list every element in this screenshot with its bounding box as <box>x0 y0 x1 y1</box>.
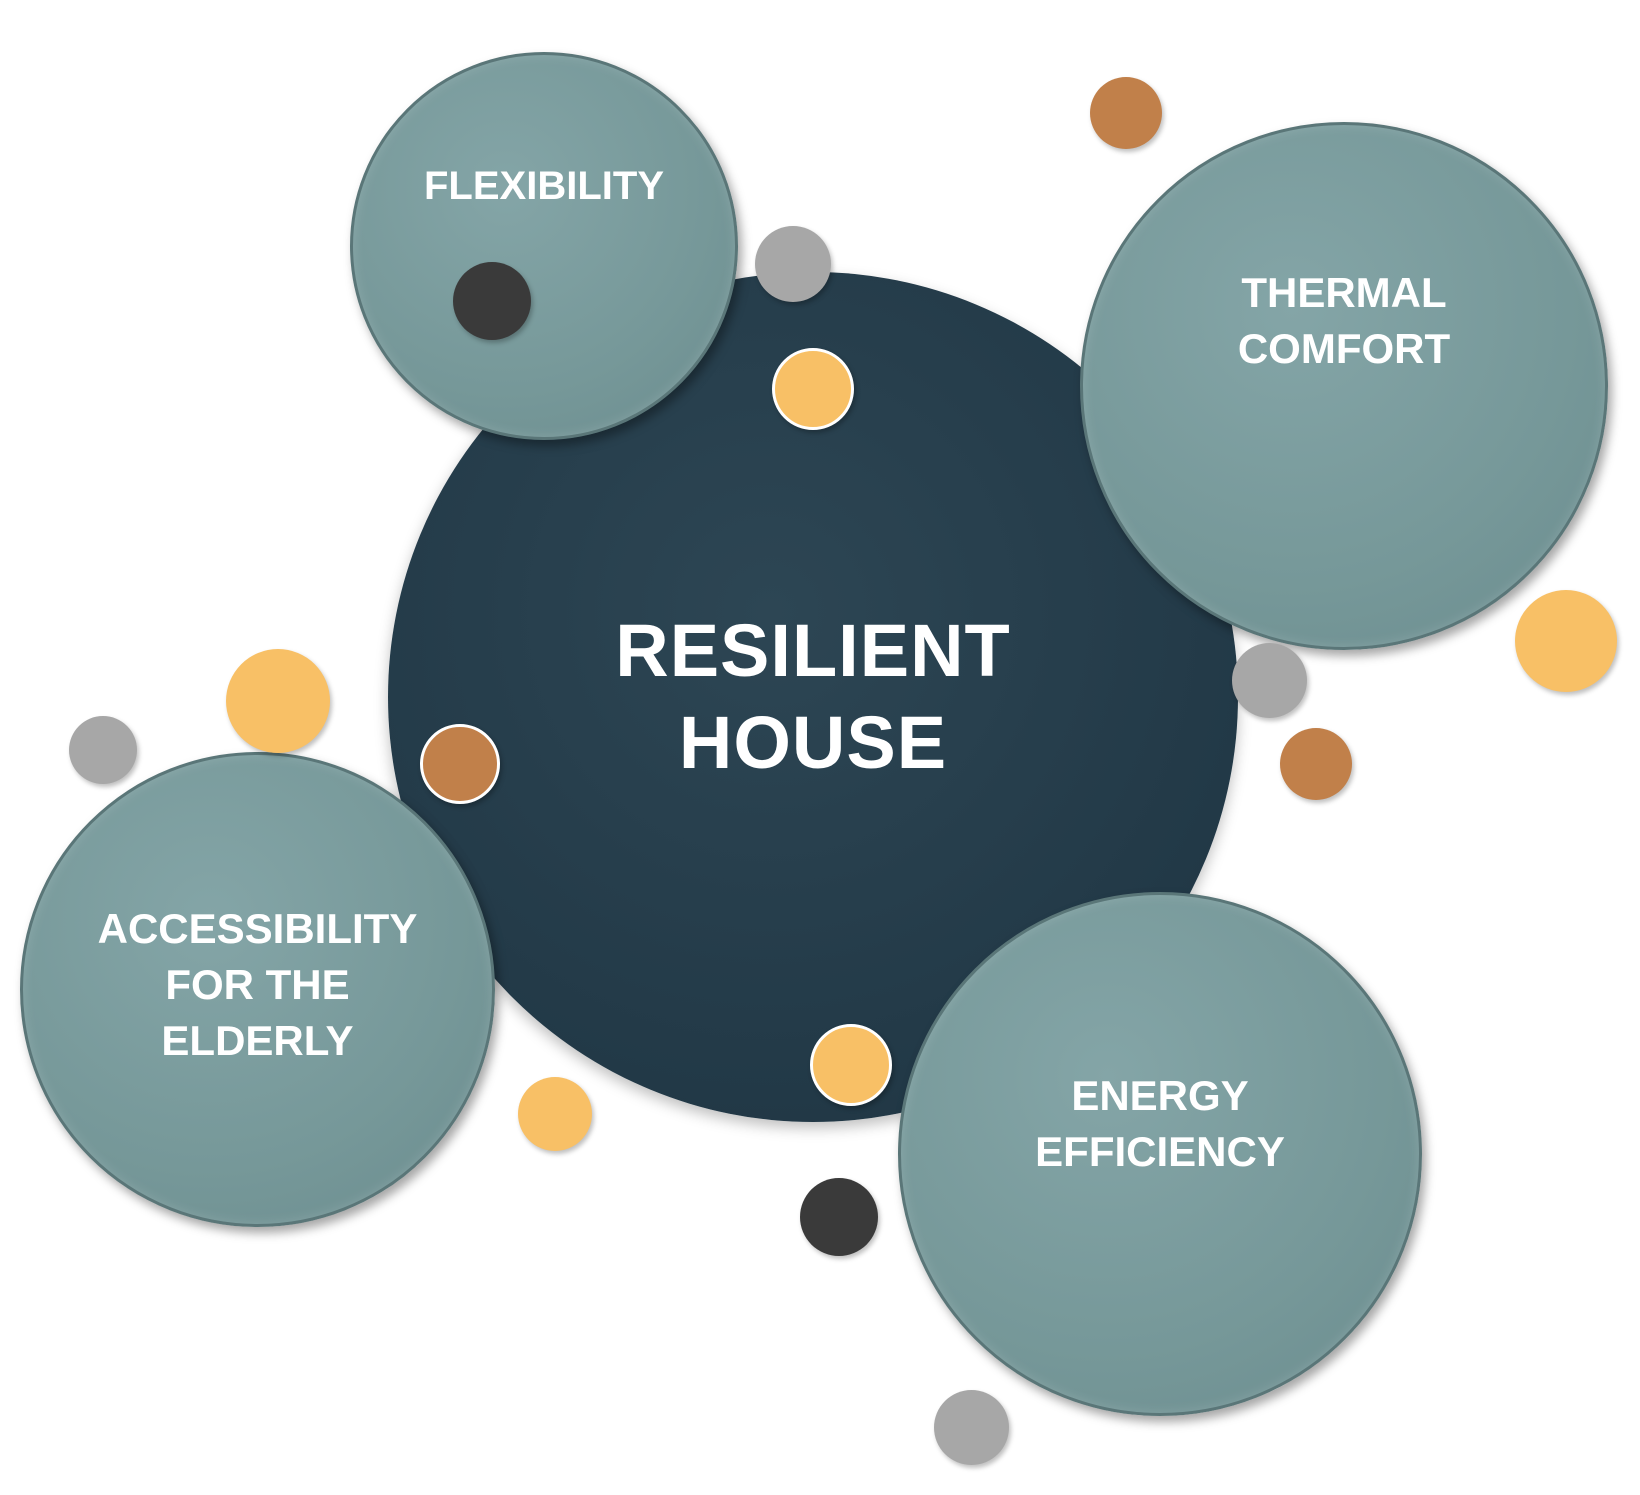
decorative-dot-brown <box>1280 728 1352 800</box>
decorative-dot-brown <box>420 724 500 804</box>
decorative-dot-dark <box>453 262 531 340</box>
decorative-dot-gray <box>934 1390 1009 1465</box>
decorative-dot-orange <box>226 649 330 753</box>
decorative-dot-gray <box>755 226 831 302</box>
decorative-dot-gray <box>1232 643 1307 718</box>
satellite-label-accessibility: ACCESSIBILITY FOR THE ELDERLY <box>97 904 418 1064</box>
decorative-dot-orange <box>1515 590 1617 692</box>
decorative-dot-orange <box>810 1024 892 1106</box>
satellite-accessibility: ACCESSIBILITY FOR THE ELDERLY <box>20 752 495 1227</box>
decorative-dot-orange <box>772 348 854 430</box>
satellite-flexibility: FLEXIBILITY <box>350 52 738 440</box>
decorative-dot-gray <box>69 716 137 784</box>
satellite-label-flexibility: FLEXIBILITY <box>424 164 664 208</box>
center-label: RESILIENT HOUSE <box>615 609 1011 784</box>
satellite-thermal-comfort: THERMAL COMFORT <box>1080 122 1608 650</box>
decorative-dot-orange <box>518 1077 592 1151</box>
satellite-label-energy-efficiency: ENERGY EFFICIENCY <box>1035 1072 1285 1175</box>
satellite-label-thermal-comfort: THERMAL COMFORT <box>1237 269 1451 372</box>
decorative-dot-dark <box>800 1178 878 1256</box>
satellite-energy-efficiency: ENERGY EFFICIENCY <box>898 892 1422 1416</box>
decorative-dot-brown <box>1090 77 1162 149</box>
